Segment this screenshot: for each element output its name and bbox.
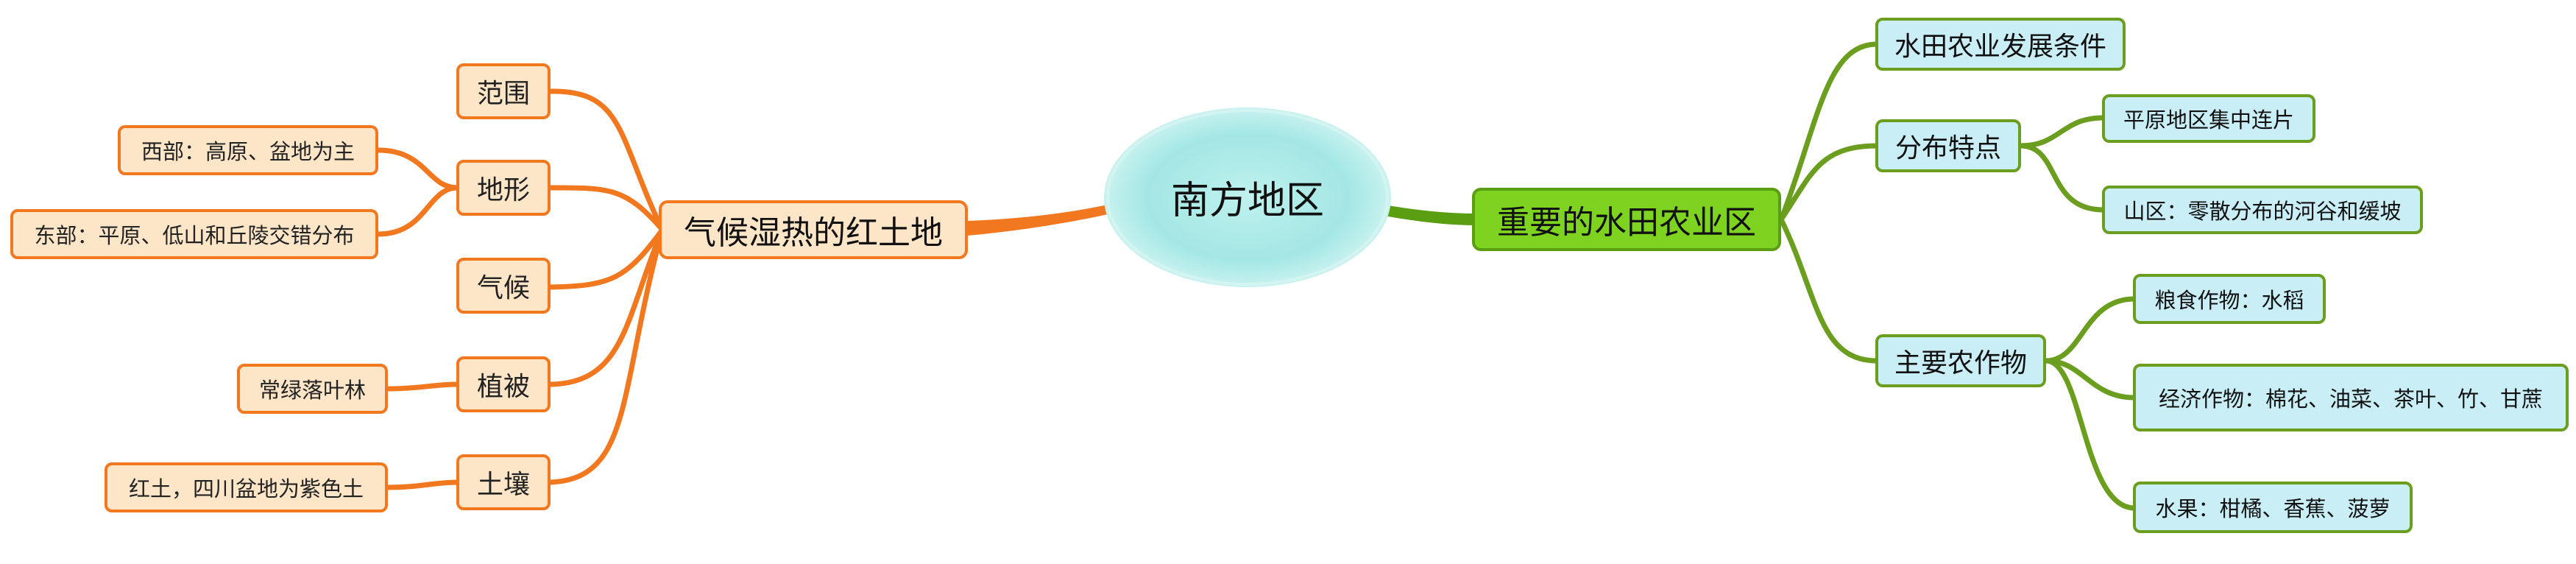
connector-right-zuowu bbox=[1778, 216, 1880, 364]
connector-zuowu-shuiguo bbox=[2043, 358, 2137, 511]
connector-fenbu-pingyuan bbox=[2017, 115, 2106, 149]
connector-turang-soil bbox=[385, 479, 461, 490]
topic-zhibei[interactable]: 植被 bbox=[456, 356, 551, 412]
topic-qihou[interactable]: 气候 bbox=[456, 258, 551, 314]
connector-left-zhibei bbox=[548, 227, 665, 387]
connector-left-fanwei bbox=[548, 88, 665, 233]
subtopic-plains[interactable]: 平原地区集中连片 bbox=[2102, 94, 2315, 143]
connector-center-left bbox=[968, 205, 1111, 236]
connector-left-turang bbox=[548, 227, 665, 485]
connector-left-qihou bbox=[548, 227, 665, 290]
subtopic-grain-crops[interactable]: 粮食作物：水稻 bbox=[2133, 274, 2326, 324]
center-bubble-edge bbox=[1106, 109, 1389, 286]
subtopic-fruits[interactable]: 水果：柑橘、香蕉、菠萝 bbox=[2133, 482, 2413, 533]
connector-dixing-west bbox=[375, 147, 461, 191]
subtopic-cash-crops[interactable]: 经济作物：棉花、油菜、茶叶、竹、甘蔗 bbox=[2133, 364, 2569, 431]
connector-center-right bbox=[1380, 205, 1476, 225]
connector-dixing-east bbox=[375, 185, 461, 237]
subtopic-soil[interactable]: 红土，四川盆地为紫色土 bbox=[105, 462, 388, 512]
main-topic-paddy-agriculture[interactable]: 重要的水田农业区 bbox=[1472, 188, 1781, 251]
subtopic-mountains[interactable]: 山区：零散分布的河谷和缓坡 bbox=[2102, 186, 2423, 234]
connector-right-tiaojian bbox=[1778, 41, 1880, 222]
topic-main-crops[interactable]: 主要农作物 bbox=[1875, 334, 2046, 387]
center-topic[interactable]: 南方地区 bbox=[1170, 179, 1324, 223]
connector-left-dixing bbox=[548, 185, 665, 233]
connector-zhibei-forest bbox=[385, 381, 461, 392]
connector-zuowu-liangshi bbox=[2043, 296, 2137, 364]
subtopic-vegetation[interactable]: 常绿落叶林 bbox=[237, 364, 388, 414]
connector-zuowu-jingji bbox=[2043, 358, 2137, 401]
topic-distribution[interactable]: 分布特点 bbox=[1875, 119, 2021, 172]
center-bubble bbox=[1104, 107, 1391, 287]
topic-fanwei[interactable]: 范围 bbox=[456, 63, 551, 119]
connector-fenbu-shanqu bbox=[2017, 143, 2106, 213]
subtopic-east-terrain[interactable]: 东部：平原、低山和丘陵交错分布 bbox=[10, 209, 378, 259]
topic-dixing[interactable]: 地形 bbox=[456, 160, 551, 216]
topic-turang[interactable]: 土壤 bbox=[456, 454, 551, 510]
main-topic-climate-red-soil[interactable]: 气候湿热的红土地 bbox=[659, 200, 968, 259]
subtopic-west-terrain[interactable]: 西部：高原、盆地为主 bbox=[118, 125, 378, 175]
connector-right-fenbu bbox=[1778, 143, 1880, 222]
topic-paddy-conditions[interactable]: 水田农业发展条件 bbox=[1875, 18, 2126, 71]
